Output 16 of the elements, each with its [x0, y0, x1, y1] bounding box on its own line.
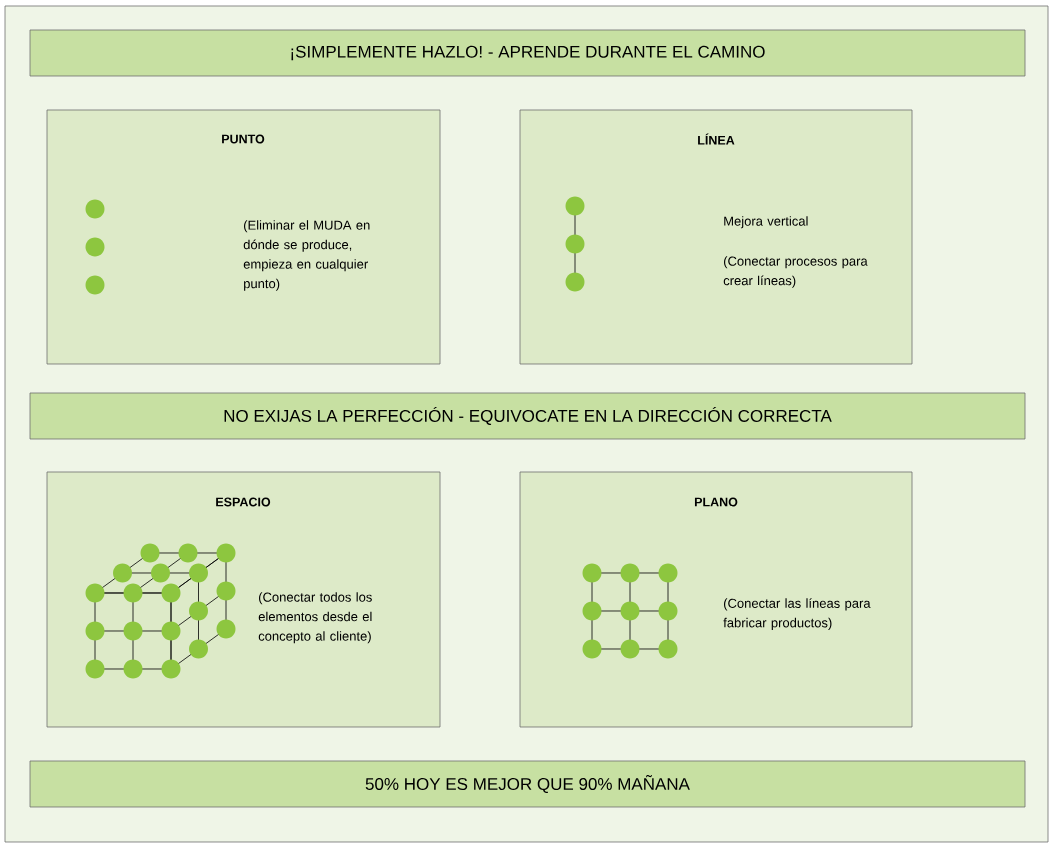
- banner: ¡SIMPLEMENTE HAZLO! - APRENDE DURANTE EL CAMINO: [29, 29, 1026, 77]
- panel: [46, 471, 441, 728]
- panel-text: Mejora vertical: [724, 216, 808, 229]
- panel: [46, 109, 441, 365]
- panel-text: (Conectar procesos para crear líneas): [723, 256, 868, 288]
- panel-text: (Conectar las líneas para fabricar productos): [723, 598, 871, 630]
- panel-title: ESPACIO: [216, 497, 271, 507]
- panel-title: PUNTO: [222, 134, 265, 144]
- panel-text: (Conectar todos los elementos desde el concepto al cliente): [258, 592, 372, 644]
- panel: [519, 109, 913, 365]
- banner: NO EXIJAS LA PERFECCIÓN - EQUIVOCATE EN LA DIRECCIÓN CORRECTA: [29, 392, 1026, 440]
- panel-title: LÍNEA: [698, 133, 735, 145]
- panel-title: PLANO: [694, 497, 738, 507]
- panel: [519, 471, 913, 728]
- panel-text: (Eliminar el MUDA en dónde se produce, empieza en cualquier punto): [243, 220, 370, 291]
- banner: 50% HOY ES MEJOR QUE 90% MAÑANA: [29, 760, 1026, 808]
